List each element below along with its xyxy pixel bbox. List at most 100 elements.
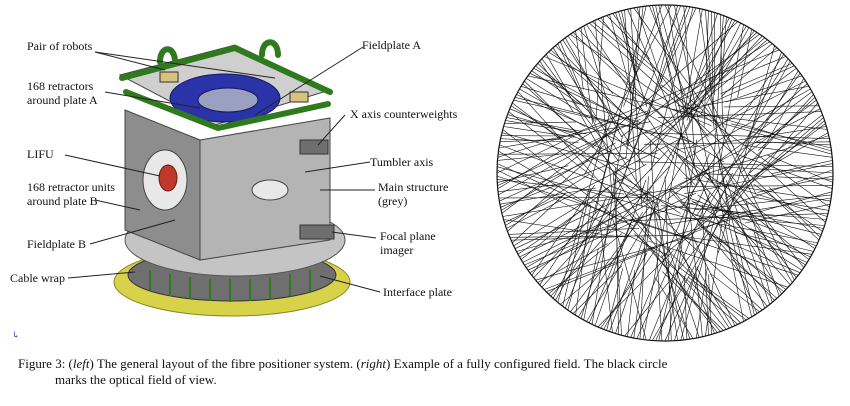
fibre-line bbox=[603, 252, 648, 330]
fibre-line bbox=[702, 204, 709, 336]
fibre-line bbox=[691, 200, 803, 271]
fibre-line bbox=[630, 218, 799, 276]
label-fieldplate-b: Fieldplate B bbox=[27, 237, 86, 251]
fibre-line bbox=[552, 47, 661, 221]
fibre-line bbox=[656, 198, 678, 341]
figure-caption: Figure 3: (left) The general layout of t… bbox=[18, 356, 838, 388]
fibre-line bbox=[522, 167, 713, 263]
fibre-line bbox=[505, 120, 587, 135]
fibre-line bbox=[499, 144, 657, 204]
fibre-line bbox=[572, 32, 677, 130]
fibre-line bbox=[633, 200, 653, 339]
fibre-line bbox=[497, 154, 560, 161]
fibre-line bbox=[695, 267, 708, 339]
fibre-line bbox=[753, 231, 773, 303]
fibre-line bbox=[698, 60, 791, 224]
field-of-view-circle bbox=[496, 4, 834, 342]
fibre-line bbox=[535, 65, 585, 107]
fibre-line bbox=[501, 132, 635, 170]
fibre-line bbox=[506, 136, 685, 229]
fibre-line bbox=[719, 102, 818, 221]
fibre-line bbox=[676, 126, 827, 150]
fibre-line bbox=[555, 45, 696, 186]
fibre-line bbox=[597, 18, 722, 127]
fibre-line bbox=[620, 33, 760, 138]
fibre-line bbox=[650, 37, 765, 137]
fibre-line bbox=[560, 41, 595, 121]
fibre-line bbox=[666, 91, 813, 200]
configured-field-plot bbox=[496, 4, 834, 342]
fibre-line bbox=[497, 165, 569, 183]
fibre-line bbox=[710, 70, 799, 213]
fibre-line bbox=[498, 121, 651, 149]
fibre-line bbox=[497, 110, 648, 158]
label-lifu: LIFU bbox=[27, 147, 54, 161]
fibre-line bbox=[509, 235, 689, 238]
fibre-line bbox=[606, 187, 727, 330]
fibre-line bbox=[522, 83, 660, 207]
fibre-line bbox=[509, 108, 632, 162]
fibre-line bbox=[508, 228, 640, 235]
fibre-line bbox=[716, 179, 744, 322]
axes-triad-icon: ↳ bbox=[12, 330, 20, 340]
tumbler-hole-shape bbox=[251, 179, 289, 201]
fibre-line bbox=[612, 179, 808, 263]
fibre-line bbox=[498, 150, 591, 206]
fibre-line bbox=[623, 4, 663, 107]
fibre-line bbox=[526, 78, 591, 119]
fibre-line bbox=[622, 65, 795, 143]
fibre-line bbox=[664, 176, 672, 341]
fibre-line bbox=[696, 73, 801, 216]
fibre-line bbox=[500, 156, 627, 208]
fibre-line bbox=[682, 35, 763, 120]
fibre-line bbox=[655, 5, 693, 188]
fibre-line bbox=[761, 164, 826, 223]
robot-carriage-right bbox=[289, 91, 309, 103]
fibre-line bbox=[552, 197, 607, 299]
fibre-line bbox=[723, 105, 820, 108]
fibre-line bbox=[749, 114, 823, 174]
fibre-line bbox=[507, 114, 580, 136]
positioner-layout-drawing bbox=[64, 39, 381, 317]
fibre-line bbox=[524, 80, 590, 146]
fibre-line bbox=[506, 117, 582, 132]
fibre-line bbox=[671, 108, 832, 155]
label-x-axis-counterweights: X axis counterweights bbox=[350, 107, 458, 121]
fibre-line bbox=[564, 193, 613, 309]
fibre-line bbox=[500, 138, 579, 143]
fibre-line bbox=[624, 9, 637, 182]
fibre-line bbox=[550, 49, 632, 121]
fibre-line bbox=[686, 104, 793, 283]
fibre-line bbox=[613, 39, 768, 174]
fibre-line bbox=[497, 179, 625, 195]
fibre-line bbox=[498, 197, 652, 199]
fibre-line bbox=[503, 219, 617, 237]
fibre-line bbox=[735, 232, 814, 252]
fibre-line bbox=[505, 173, 590, 226]
caption-rest-line1: ) Example of a fully configured field. T… bbox=[386, 356, 668, 371]
fibre-line bbox=[744, 145, 833, 158]
fibre-line bbox=[725, 123, 826, 200]
fibre-line bbox=[548, 233, 623, 295]
fibre-line bbox=[751, 196, 829, 211]
fibre-line bbox=[510, 236, 631, 241]
fibre-line bbox=[591, 21, 739, 149]
fibre-line bbox=[583, 25, 614, 119]
fibre-line bbox=[657, 111, 822, 118]
counterweight-shape bbox=[299, 139, 329, 155]
label-pair-of-robots: Pair of robots bbox=[27, 39, 93, 53]
fibre-line bbox=[684, 276, 688, 340]
fibre-line bbox=[644, 141, 831, 145]
fibre-line bbox=[720, 14, 723, 128]
fibre-line bbox=[652, 5, 696, 167]
fibre-line bbox=[594, 179, 647, 326]
fibre-line bbox=[513, 99, 644, 131]
fibre-line bbox=[594, 6, 647, 214]
fibre-line bbox=[609, 14, 636, 106]
fibre-line bbox=[595, 16, 604, 123]
fibre-line bbox=[664, 220, 720, 342]
fibre-line bbox=[667, 139, 698, 342]
fibre-line bbox=[677, 104, 832, 152]
fibre-line bbox=[586, 149, 692, 322]
fibre-line bbox=[496, 135, 575, 174]
